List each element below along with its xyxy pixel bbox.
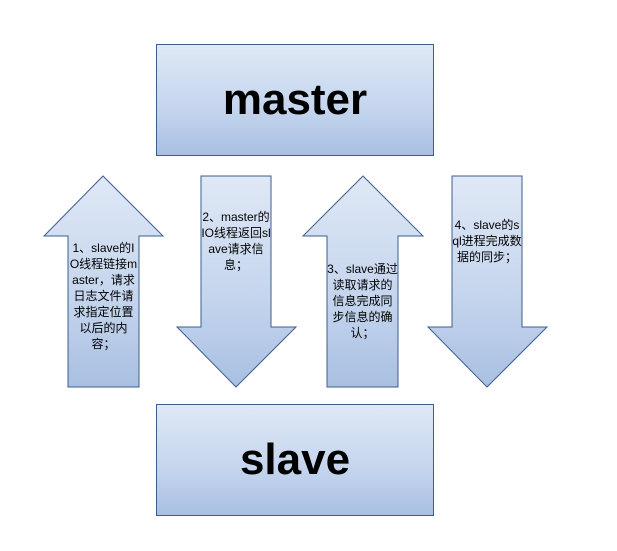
- step2-label: 2、master的IO线程返回slave请求信息；: [201, 210, 271, 272]
- step1-up-arrow: [42, 175, 165, 388]
- master-node: master: [156, 44, 434, 156]
- slave-label: slave: [239, 435, 351, 484]
- step4-label: 4、slave的sql进程完成数据的同步；: [452, 218, 522, 264]
- step4-down-arrow: [426, 175, 549, 388]
- step3-label: 3、slave通过读取请求的信息完成同步信息的确认；: [327, 262, 398, 340]
- master-label: master: [222, 75, 368, 124]
- step2-down-arrow: [175, 175, 298, 388]
- slave-node: slave: [156, 404, 434, 516]
- step1-label: 1、slave的IO线程链接master，请求日志文件请求指定位置以后的内容；: [69, 241, 138, 351]
- step3-up-arrow: [301, 175, 425, 388]
